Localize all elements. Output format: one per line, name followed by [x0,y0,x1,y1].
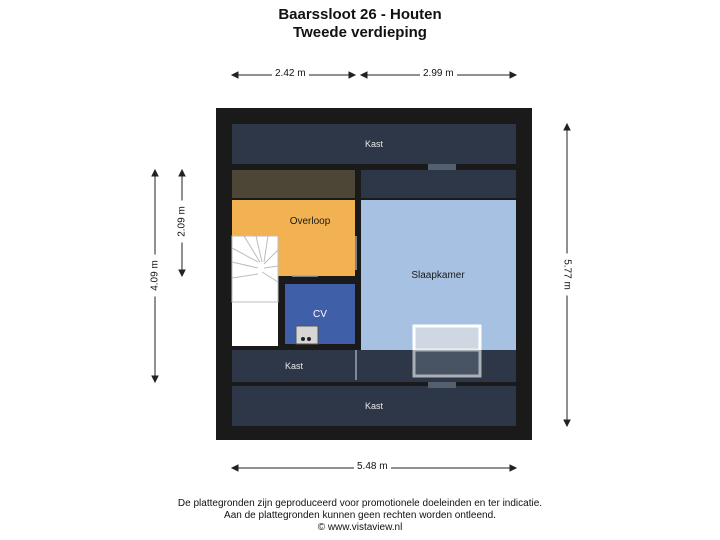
kast-bottom-hatch [428,382,456,388]
room-label-kast-top: Kast [364,139,383,149]
boiler-knob-right [307,337,311,341]
dim-left-inner: 2.09 m [176,200,188,243]
copyright-link[interactable]: © www.vistaview.nl [317,522,403,533]
dim-right: 5.77 m [561,253,573,296]
page-title: Baarssloot 26 - Houten [278,6,442,23]
kast-top-hatch [428,164,456,170]
dim-top-right: 2.99 m [420,68,457,79]
kast-bottom-area [232,386,516,426]
boiler-knob-left [301,337,305,341]
page-subtitle: Tweede verdieping [293,24,427,41]
room-label-cv: CV [313,309,327,320]
boiler [295,325,319,345]
stair-steps [231,235,279,303]
door-marks [292,236,357,380]
beam-strip [232,170,355,198]
dim-top-left: 2.42 m [272,68,309,79]
disclaimer-line-1: De plattegronden zijn geproduceerd voor … [177,498,543,509]
dim-bottom: 5.48 m [354,461,391,472]
room-label-overloop: Overloop [289,216,331,227]
dim-left-outer: 4.09 m [149,254,161,297]
slaapkamer-slope-top [361,170,516,198]
room-label-kast-middle: Kast [284,361,303,371]
kast-top-area [232,124,516,164]
window-lower [412,348,482,378]
room-label-kast-bottom: Kast [364,401,383,411]
stairs [232,236,278,346]
room-label-slaapkamer: Slaapkamer [411,270,465,281]
disclaimer-line-2: Aan de plattegronden kunnen geen rechten… [224,510,496,521]
